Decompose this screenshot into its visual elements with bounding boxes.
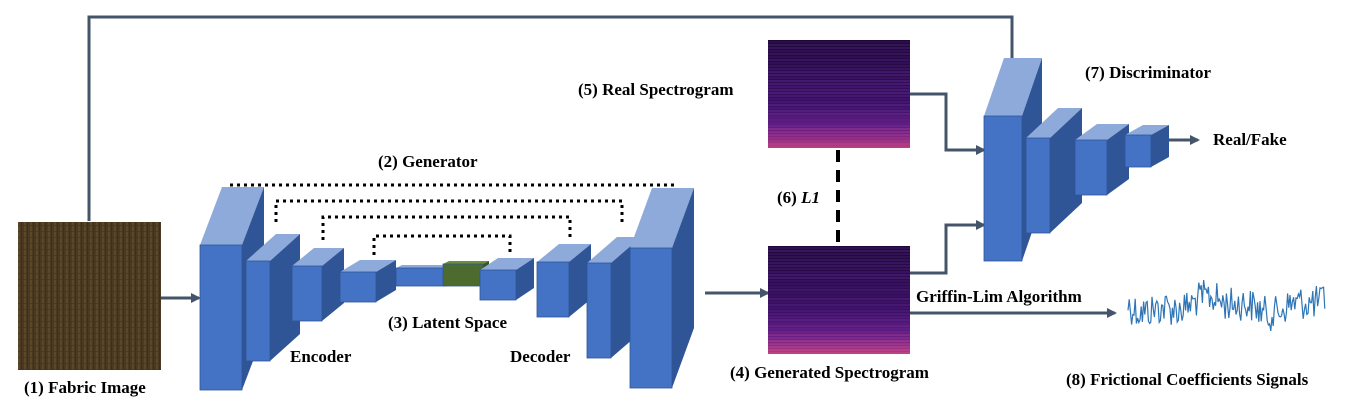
real-spec-to-discriminator-arrow	[910, 92, 986, 155]
real-spectrogram	[768, 40, 910, 148]
generated-spectrogram	[768, 246, 910, 354]
real-fake-label: Real/Fake	[1213, 130, 1287, 149]
discriminator-label: (7) Discriminator	[1085, 63, 1212, 82]
griffin-lim-label: Griffin-Lim Algorithm	[916, 287, 1082, 306]
skip-connection-3	[321, 215, 572, 240]
skip-to-discriminator-arrow	[87, 15, 1017, 221]
discriminator-block-4	[1124, 125, 1169, 168]
l1-italic: L1	[800, 188, 820, 207]
l1-label: (6) L1	[777, 188, 820, 207]
encoder-block-4	[339, 260, 396, 303]
network-blocks	[199, 58, 1169, 391]
generated-spectrogram-label: (4) Generated Spectrogram	[730, 363, 929, 382]
frictional-signals-label: (8) Frictional Coefficients Signals	[1066, 370, 1309, 389]
skip-connections	[227, 183, 677, 255]
encoder-block-2	[245, 234, 300, 362]
decoder-block-1	[479, 258, 534, 301]
discriminator-block-3	[1074, 124, 1129, 196]
generator-label: (2) Generator	[378, 152, 478, 171]
skip-connection-4	[372, 234, 512, 255]
fabric-image-label: (1) Fabric Image	[24, 378, 146, 397]
l1-prefix: (6)	[777, 188, 801, 207]
discriminator-block-2	[1025, 108, 1082, 234]
latent-space-label: (3) Latent Space	[388, 313, 507, 332]
skip-connection-2	[274, 199, 624, 222]
skip-connection-1	[227, 183, 677, 212]
encoder-block-3	[291, 248, 344, 322]
fabric-image	[18, 222, 161, 370]
frictional-signal-waveform	[1127, 279, 1326, 332]
decoder-block-2	[536, 244, 591, 318]
decoder-label: Decoder	[510, 347, 571, 366]
gen-spec-to-discriminator-arrow	[910, 220, 986, 275]
decoder-block-4	[629, 188, 694, 389]
real-spectrogram-label: (5) Real Spectrogram	[578, 80, 733, 99]
encoder-label: Encoder	[290, 347, 352, 366]
